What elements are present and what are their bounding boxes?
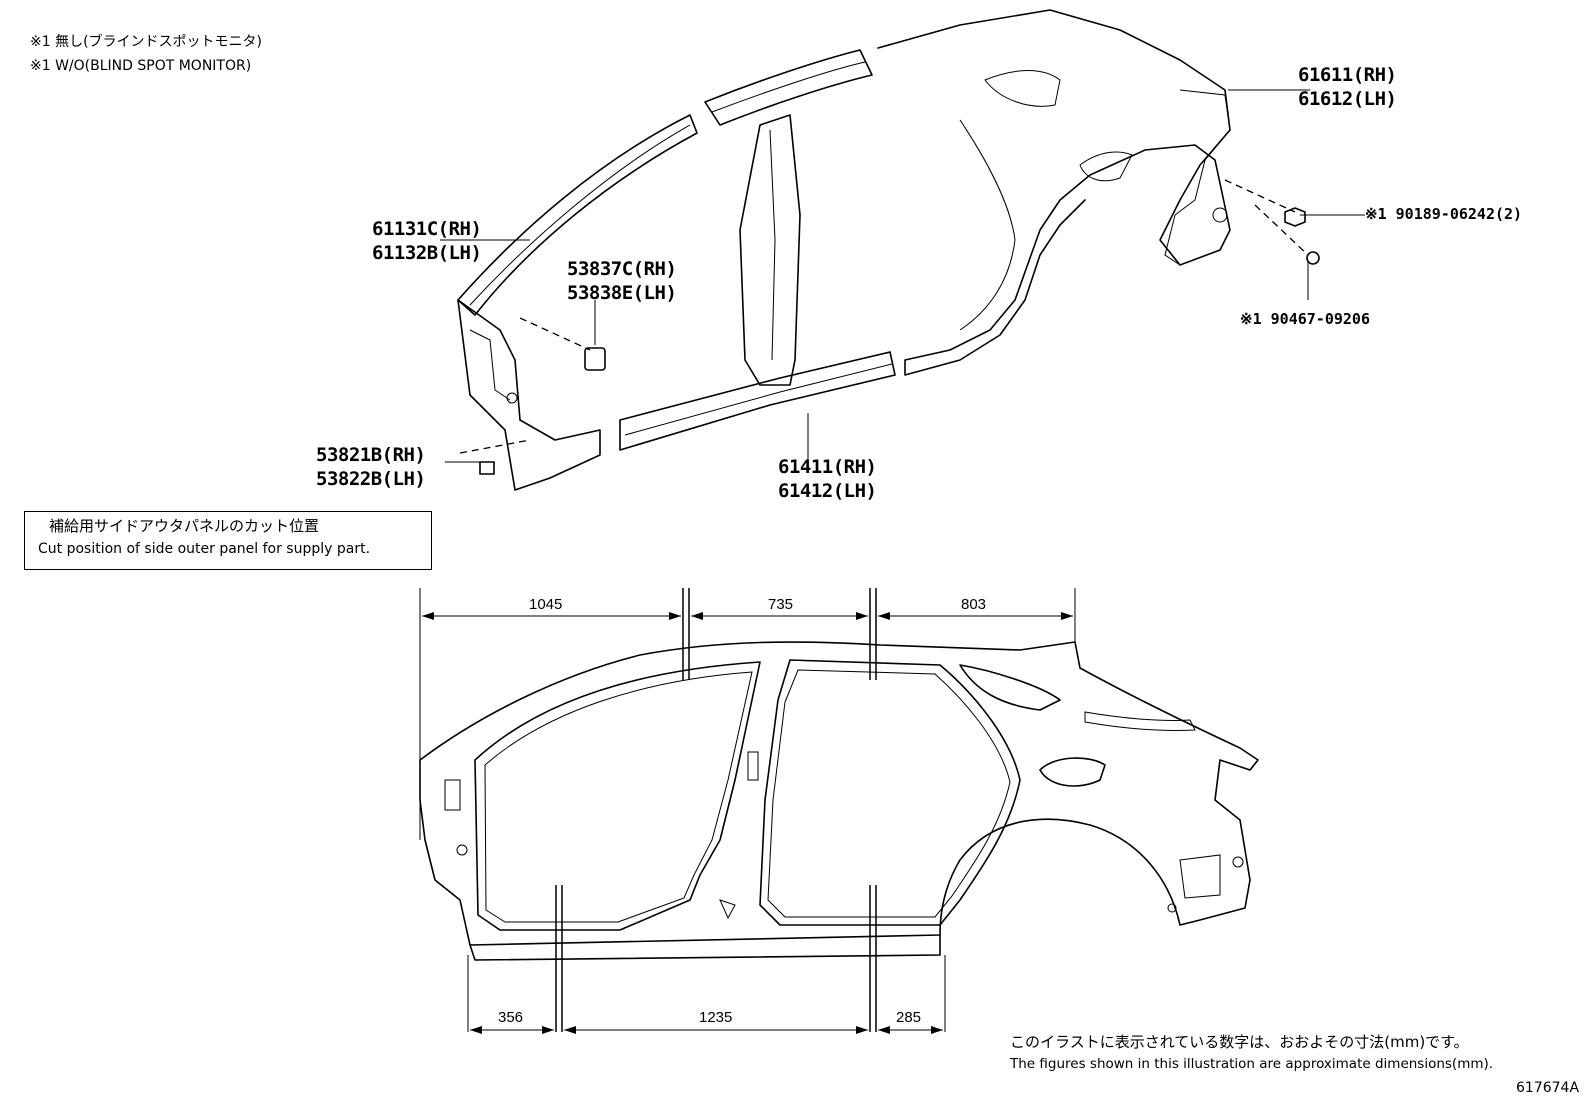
footer-note-jp: このイラストに表示されている数字は、おおよその寸法(mm)です。 [1010, 1033, 1469, 1051]
rocker-panel [619, 351, 896, 451]
clip-90467 [1306, 251, 1320, 265]
part-number-61412[interactable]: 61412(LH) [778, 480, 877, 502]
part-number-53837[interactable]: 53837C(RH) [567, 258, 677, 280]
part-number-53838[interactable]: 53838E(LH) [567, 282, 677, 304]
part-number-90189[interactable]: ※1 90189-06242(2) [1365, 205, 1523, 223]
dimension-bottom-3: 285 [893, 1009, 925, 1026]
dimension-bottom-2: 1235 [696, 1009, 736, 1026]
part-number-90467[interactable]: ※1 90467-09206 [1240, 310, 1370, 328]
note-jp: ※1 無し(ブラインドスポットモニタ) [30, 34, 263, 50]
dimension-top-2: 735 [765, 596, 797, 613]
cut-position-box: 補給用サイドアウタパネルのカット位置 Cut position of side … [24, 511, 432, 570]
quarter-panel [877, 9, 1231, 376]
clip-53821 [479, 461, 495, 475]
part-number-61612[interactable]: 61612(LH) [1298, 88, 1397, 110]
center-pillar [739, 114, 801, 386]
roof-side-rail-center [704, 49, 873, 126]
dimension-top-3: 803 [958, 596, 990, 613]
assembly-line-53821 [459, 439, 531, 454]
footer-note-en: The figures shown in this illustration a… [1010, 1056, 1494, 1072]
part-number-61411[interactable]: 61411(RH) [778, 456, 877, 478]
cut-box-title-en: Cut position of side outer panel for sup… [38, 541, 371, 557]
assembly-line-90189 [1224, 179, 1296, 213]
assembly-line-53837 [519, 317, 591, 351]
note-en: ※1 W/O(BLIND SPOT MONITOR) [30, 58, 252, 74]
front-pillar-inner [457, 299, 601, 491]
part-number-61132[interactable]: 61132B(LH) [372, 242, 482, 264]
part-number-61611[interactable]: 61611(RH) [1298, 64, 1397, 86]
illustration-code: 617674A [1516, 1080, 1580, 1096]
dimension-lines [422, 612, 1073, 1034]
clip-53837 [584, 347, 606, 371]
part-number-61131[interactable]: 61131C(RH) [372, 218, 482, 240]
dimension-top-1: 1045 [526, 596, 566, 613]
part-number-53821[interactable]: 53821B(RH) [316, 444, 426, 466]
side-outer-panel-outline [419, 641, 1259, 961]
part-number-53822[interactable]: 53822B(LH) [316, 468, 426, 490]
dimension-bottom-1: 356 [495, 1009, 527, 1026]
assembly-line-90467 [1254, 204, 1309, 256]
cut-box-title-jp: 補給用サイドアウタパネルのカット位置 [49, 517, 320, 535]
roof-side-rail-front [457, 114, 698, 316]
cut-lines [419, 588, 1076, 1032]
nut-90189 [1284, 207, 1306, 227]
